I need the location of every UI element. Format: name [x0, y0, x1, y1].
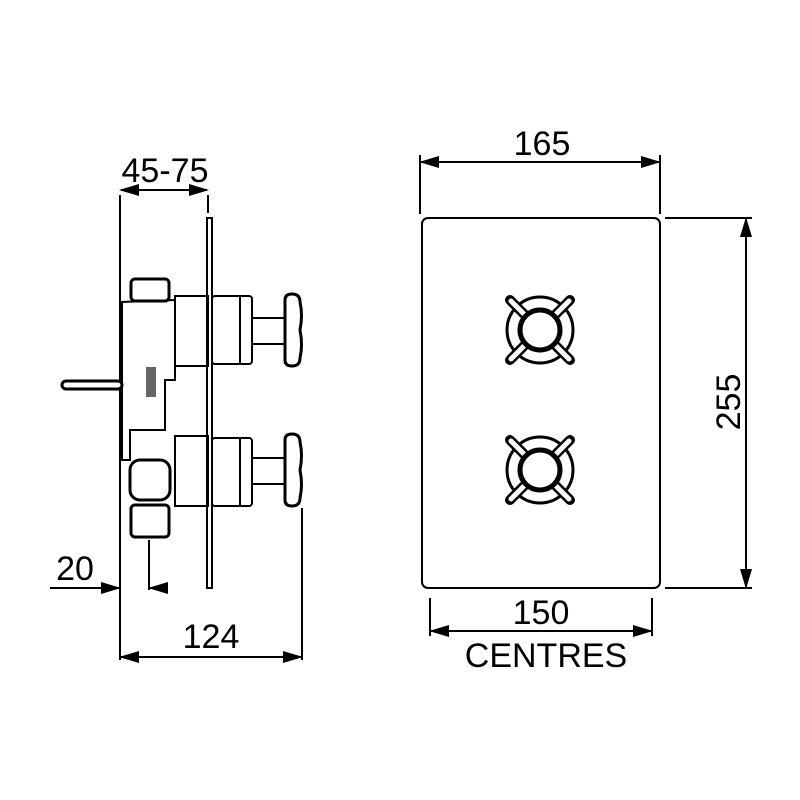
- depth-dimension-label: 45-75: [122, 152, 209, 190]
- upper-cross-handle-icon[interactable]: [505, 295, 575, 365]
- offset-dimension-label: 20: [56, 550, 94, 588]
- height-dimension-label: 255: [710, 374, 748, 431]
- side-view: 45-75 20 124: [50, 152, 303, 663]
- upper-handle-side: [174, 292, 303, 368]
- bottom-nut: [129, 503, 171, 539]
- centres-dimension-label: 150: [513, 594, 570, 632]
- total-depth-dimension-label: 124: [183, 618, 240, 656]
- centres-caption: CENTRES: [465, 637, 627, 675]
- wall-plate-side: [206, 217, 213, 589]
- lower-handle-side: [174, 432, 303, 508]
- wall-plate-front: [421, 217, 661, 589]
- spindle-pin: [60, 379, 124, 391]
- lower-elbow: [128, 458, 172, 502]
- body-marking: [146, 367, 156, 397]
- lower-cross-handle-icon[interactable]: [505, 435, 575, 505]
- width-dimension-label: 165: [514, 125, 571, 163]
- front-view: 165 255 150 CENTRES: [419, 125, 752, 675]
- top-nut: [129, 277, 171, 303]
